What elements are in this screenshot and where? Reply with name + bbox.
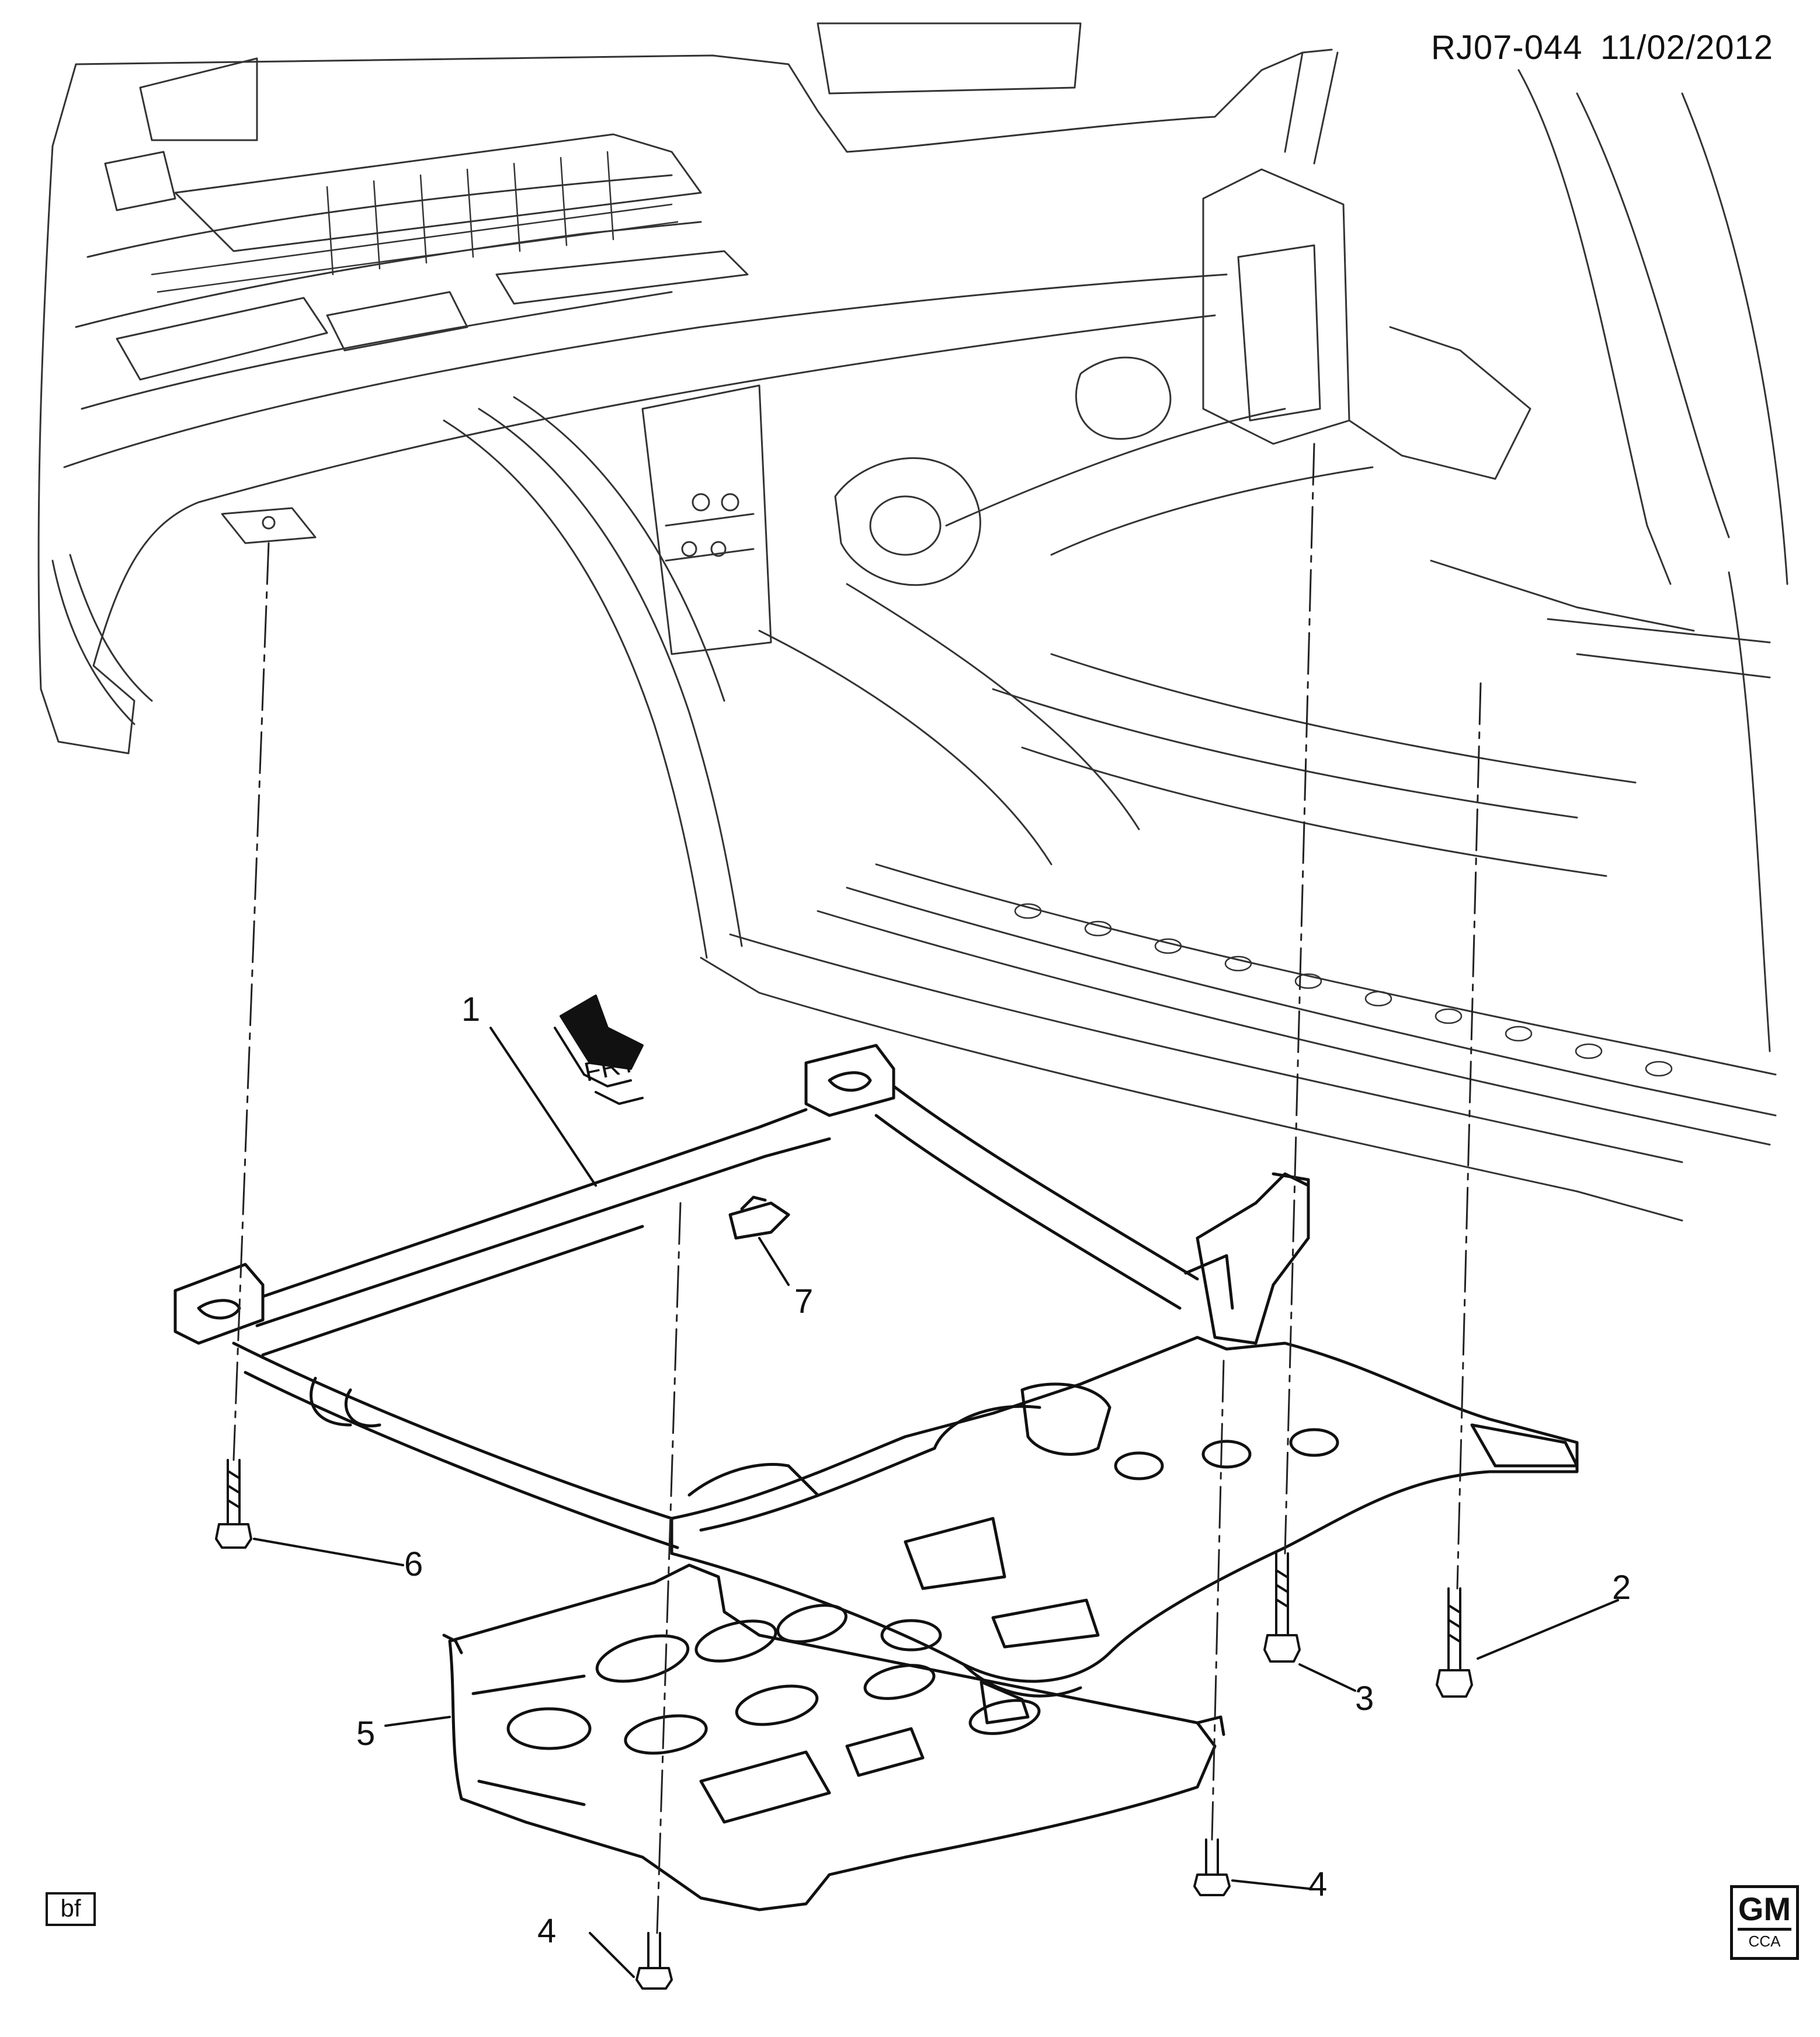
callout-7: 7 bbox=[794, 1282, 814, 1320]
front-direction-arrow-icon bbox=[554, 995, 644, 1105]
gm-logo-main: GM bbox=[1738, 1890, 1791, 1931]
diagram-code: RJ07-044 bbox=[1431, 29, 1583, 67]
callout-6: 6 bbox=[404, 1545, 423, 1583]
callout-4-left: 4 bbox=[537, 1912, 557, 1950]
clip-part bbox=[728, 1195, 790, 1240]
bolt-4-right bbox=[1193, 1838, 1231, 1896]
gm-logo-sub: CCA bbox=[1748, 1932, 1781, 1950]
callout-2: 2 bbox=[1612, 1569, 1631, 1607]
gm-logo: GM CCA bbox=[1730, 1885, 1799, 1960]
alignment-lines bbox=[232, 443, 1482, 1934]
grille-slats bbox=[151, 151, 679, 293]
callout-4-right: 4 bbox=[1308, 1865, 1328, 1903]
callout-1: 1 bbox=[461, 990, 481, 1028]
front-bumper-fascia bbox=[37, 48, 1333, 690]
wheelhouse-arch bbox=[443, 419, 708, 959]
callout-5: 5 bbox=[356, 1715, 376, 1753]
bolt-6 bbox=[215, 1459, 252, 1549]
sill-holes bbox=[1014, 903, 1673, 1077]
bolt-3 bbox=[1263, 1552, 1301, 1663]
skid-shield bbox=[442, 1563, 1225, 1911]
rocker-sill bbox=[700, 957, 1683, 1222]
drawing-tag: bf bbox=[46, 1892, 96, 1926]
leader-lines bbox=[253, 1027, 1619, 1978]
engine-cradle-frame bbox=[173, 1044, 1579, 1725]
diagram-date: 11/02/2012 bbox=[1600, 29, 1773, 67]
bolt-4-left bbox=[635, 1932, 673, 1990]
vehicle-body-underside bbox=[37, 22, 1788, 1222]
bolt-2 bbox=[1436, 1587, 1473, 1698]
callout-3: 3 bbox=[1355, 1680, 1374, 1718]
